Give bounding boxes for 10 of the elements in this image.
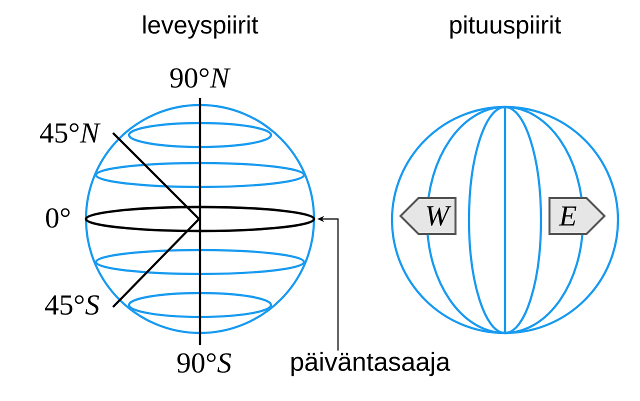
latitude-label: 90°N xyxy=(170,68,231,88)
equator-label: päiväntasaaja xyxy=(291,352,450,376)
latitude-label: 45°N xyxy=(40,123,101,143)
direction-tag: W xyxy=(399,197,456,235)
heading: pituuspiirit xyxy=(450,15,562,39)
heading: leveyspiirit xyxy=(143,15,258,39)
equator-ellipse xyxy=(84,206,316,232)
latitude-label: 90°S xyxy=(177,353,232,373)
latitude-label: 45°S xyxy=(45,295,100,315)
direction-tag: E xyxy=(548,197,606,235)
